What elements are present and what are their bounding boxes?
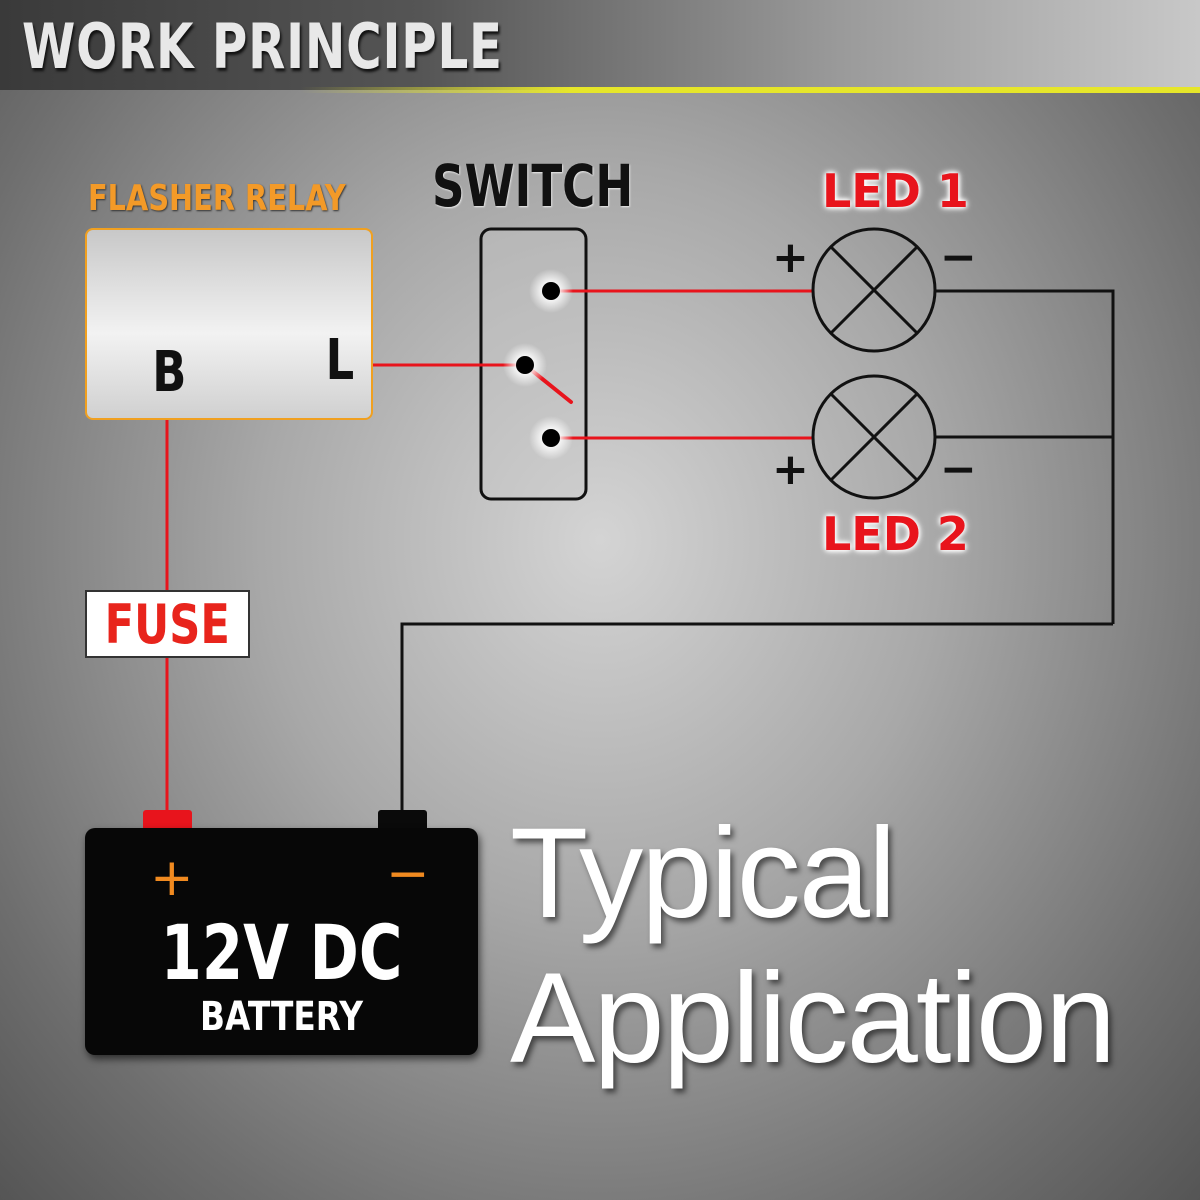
battery-voltage: 12V DC	[160, 908, 403, 997]
led2-minus: −	[940, 444, 977, 495]
led1-plus: +	[772, 232, 809, 283]
header-stripe	[300, 87, 1200, 93]
caption-line2: Application	[510, 947, 1116, 1090]
caption-line1: Typical	[510, 802, 896, 945]
flasher-relay	[85, 228, 373, 420]
led2-lamp-icon	[811, 374, 937, 500]
led1-minus: −	[940, 232, 977, 283]
led1-lamp-icon	[811, 227, 937, 353]
battery-negative-terminal	[378, 810, 427, 830]
relay-pin-l: L	[325, 328, 355, 393]
battery-positive-terminal	[143, 810, 192, 830]
switch-contact-common	[516, 356, 534, 374]
switch-label: SWITCH	[432, 152, 634, 220]
fuse: FUSE	[85, 590, 250, 658]
battery-name: BATTERY	[200, 994, 363, 1040]
battery-minus: −	[386, 844, 430, 904]
led2-label: LED 2	[822, 507, 969, 561]
header-banner	[0, 0, 1200, 90]
switch-contact-2	[542, 429, 560, 447]
battery	[85, 828, 478, 1055]
wire-battery-ground	[400, 622, 1113, 812]
fuse-label: FUSE	[104, 592, 231, 656]
flasher-relay-label: FLASHER RELAY	[88, 178, 346, 219]
led2-plus: +	[772, 444, 809, 495]
battery-plus: +	[150, 848, 194, 908]
switch-contact-1	[542, 282, 560, 300]
switch-contacts	[503, 269, 573, 460]
led1-label: LED 1	[822, 164, 969, 218]
page-title: WORK PRINCIPLE	[22, 10, 503, 83]
wire-led1-ground	[935, 289, 1115, 624]
relay-pin-b: B	[152, 340, 187, 405]
